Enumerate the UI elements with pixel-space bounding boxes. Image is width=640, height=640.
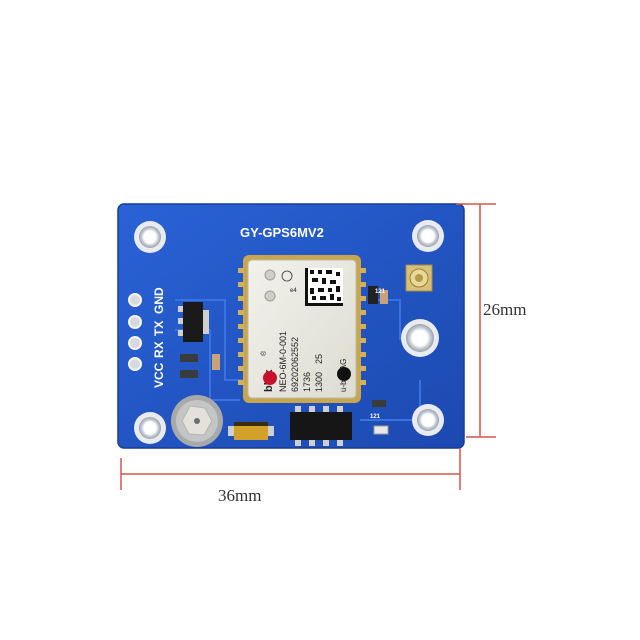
board-name: GY-GPS6MV2: [240, 225, 324, 240]
ublox-logo-icon: [263, 371, 277, 385]
mounting-hole-bottom-left: [134, 412, 166, 444]
antenna-connector: [405, 264, 433, 292]
pin-pad-gnd: [128, 293, 142, 307]
backup-battery: [171, 395, 223, 447]
tantalum-capacitor: [228, 422, 274, 440]
pin-pad-rx: [128, 336, 142, 350]
module-serial: 6920206​2552: [290, 337, 300, 392]
mounting-hole-top-right: [412, 220, 444, 252]
mounting-hole-right-middle: [401, 319, 439, 357]
module-registered: ®: [260, 350, 268, 356]
width-dimension-line: [120, 448, 461, 490]
eeprom-chip: [290, 406, 352, 446]
status-led: [373, 425, 389, 435]
data-matrix-code: [305, 268, 343, 306]
module-black-dot: [337, 367, 351, 381]
component-label-r2: 121: [370, 414, 381, 420]
regulator-chip: [178, 302, 209, 342]
mounting-hole-bottom-right: [412, 404, 444, 436]
height-dimension-line: [456, 203, 496, 438]
pin-label-gnd: GND: [152, 287, 166, 314]
pin-pad-tx: [128, 315, 142, 329]
module-model: NEO-6M-0-001: [278, 331, 288, 392]
pin-header: [128, 293, 142, 371]
compliance-badge-icon: [281, 270, 293, 282]
compliance-badge: e4: [290, 288, 297, 294]
mounting-hole-top-left: [134, 221, 166, 253]
width-dimension-label: 36mm: [218, 486, 262, 505]
smd-components: [180, 286, 388, 407]
pin-label-rx: RX: [152, 341, 166, 358]
pin-pad-vcc: [128, 357, 142, 371]
pin-label-vcc: VCC: [152, 362, 166, 388]
module-line3: 1736: [302, 372, 312, 392]
component-label-r1: 121: [375, 289, 386, 295]
pin-label-tx: TX: [152, 321, 166, 336]
module-line4: 1300: [314, 372, 324, 392]
height-dimension-label: 26mm: [483, 300, 527, 319]
module-line4b: 25: [314, 354, 324, 364]
gps-module: e4 blox ® NEO-6M-0-001 6920206​2552 1736…: [238, 255, 366, 403]
